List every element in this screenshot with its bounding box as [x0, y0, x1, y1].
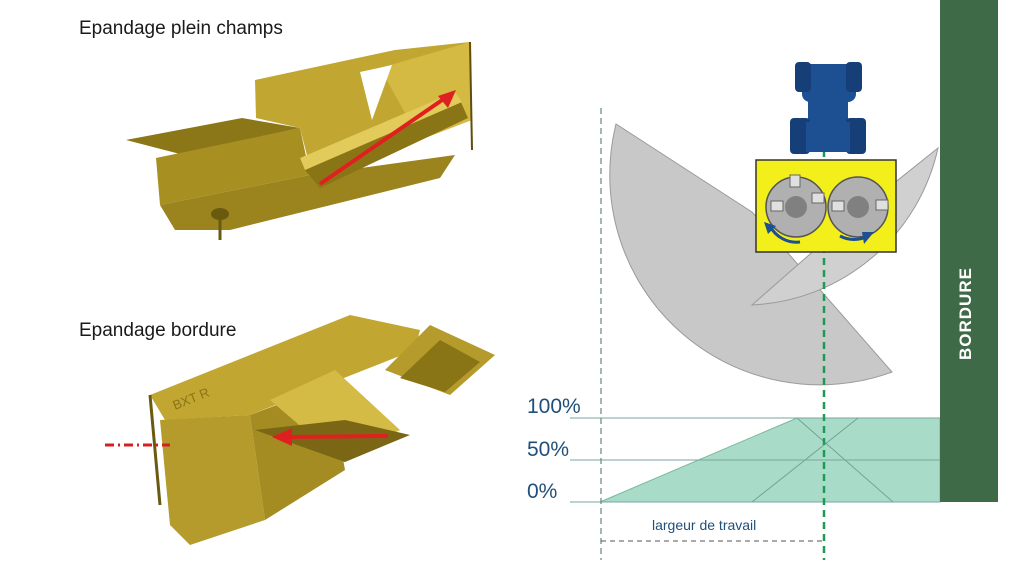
flow-arrow-bordure: [105, 428, 389, 447]
tractor-icon: [790, 62, 866, 154]
spreader-discs: [755, 159, 897, 253]
label-50-percent: 50%: [527, 438, 569, 461]
bordure-title: Epandage bordure: [79, 320, 237, 341]
deflector-bordure: BXT R: [148, 315, 495, 545]
deflector-plein-champs: [126, 41, 473, 240]
distribution-profile: [570, 417, 941, 503]
label-0-percent: 0%: [527, 480, 557, 503]
border-strip: [940, 0, 998, 502]
border-label: BORDURE: [956, 267, 975, 360]
flow-arrow-plein-champs: [318, 90, 456, 186]
label-100-percent: 100%: [527, 395, 581, 418]
working-width-label: largeur de travail: [652, 517, 756, 533]
plein-champs-title: Epandage plein champs: [79, 18, 283, 39]
